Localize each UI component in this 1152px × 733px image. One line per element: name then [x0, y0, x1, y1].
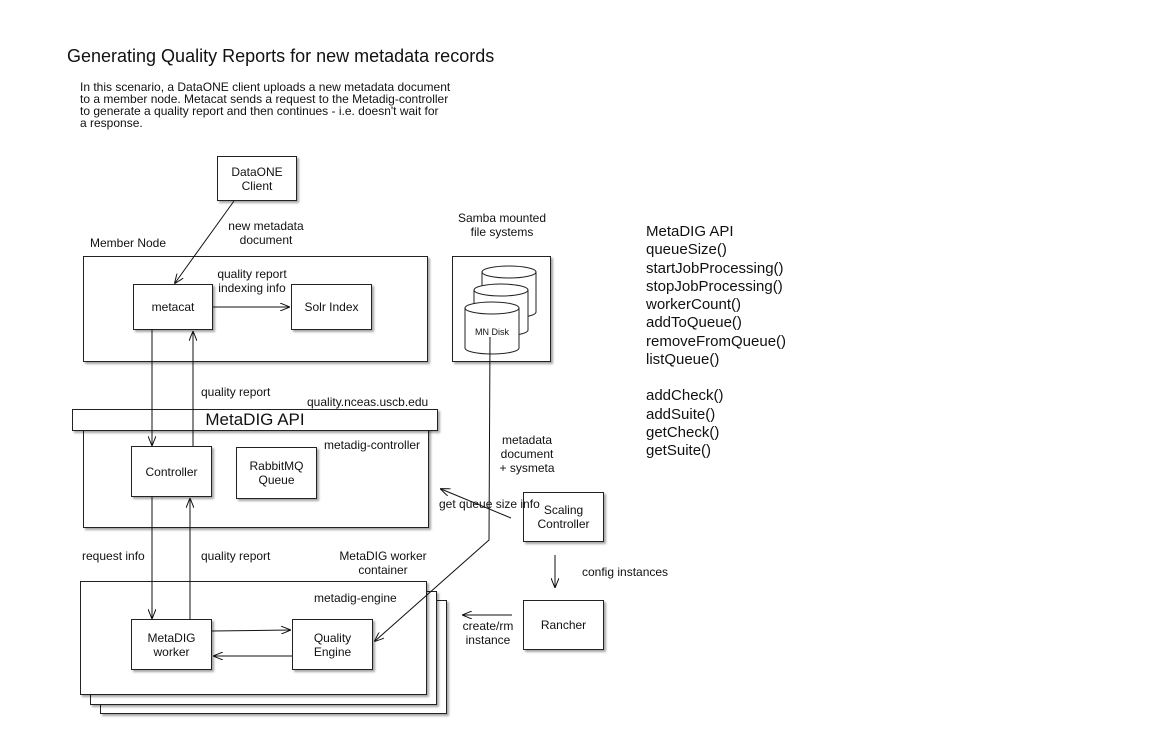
api-methods-group-1: queueSize()startJobProcessing()stopJobPr… — [646, 241, 786, 369]
solr-index-node: Solr Index — [291, 284, 372, 330]
api-method-item: getCheck() — [646, 423, 720, 441]
api-method-item: addToQueue() — [646, 314, 742, 332]
api-method-item: removeFromQueue() — [646, 332, 787, 350]
metadig-api-bar: MetaDIG API — [72, 409, 438, 431]
scenario-description: In this scenario, a DataONE client uploa… — [80, 80, 451, 130]
diagram-title: Generating Quality Reports for new metad… — [67, 46, 495, 66]
metadig-controller-label: metadig-controller — [324, 438, 421, 452]
edge-label-request-info: request info — [82, 549, 145, 563]
api-method-item: stopJobProcessing() — [646, 277, 783, 295]
edge-disk-to-engine — [375, 336, 491, 641]
dataone-client-node: DataONE Client — [217, 156, 297, 201]
api-method-item: addCheck() — [646, 387, 724, 405]
api-method-item: listQueue() — [646, 351, 720, 369]
api-methods-heading: MetaDIG API — [646, 223, 734, 240]
worker-container-label: MetaDIG worker container — [339, 549, 427, 577]
edge-label-get-queue-size: get queue size info — [439, 497, 540, 511]
metadig-worker-node: MetaDIG worker — [131, 619, 212, 670]
api-method-item: addSuite() — [646, 405, 716, 423]
scaling-controller-node: Scaling Controller — [523, 492, 604, 542]
quality-host-label: quality.nceas.uscb.edu — [307, 395, 429, 409]
api-method-item: startJobProcessing() — [646, 259, 784, 277]
edge-scaling-to-controller — [441, 489, 512, 519]
member-node-label: Member Node — [90, 236, 167, 250]
edge-label-config-instances: config instances — [582, 565, 669, 579]
mn-disk-label: MN Disk — [475, 327, 509, 337]
samba-label: Samba mounted file systems — [457, 211, 547, 239]
api-method-item: workerCount() — [646, 296, 742, 314]
metadig-engine-label: metadig-engine — [314, 591, 397, 605]
edge-label-quality-report-indexing: quality report indexing info — [217, 267, 287, 295]
edge-label-quality-report-bottom: quality report — [201, 549, 271, 563]
api-method-item: queueSize() — [646, 241, 727, 259]
api-methods-group-2: addCheck()addSuite()getCheck()getSuite() — [646, 387, 786, 460]
edge-label-create-rm: create/rm instance — [462, 619, 514, 647]
edge-label-metadata-document: metadata document + sysmeta — [499, 433, 555, 475]
edge-label-new-metadata: new metadata document — [228, 219, 304, 247]
mn-disk-icon — [464, 265, 537, 355]
edge-client-to-metacat — [175, 200, 235, 283]
metacat-node: metacat — [133, 284, 213, 330]
edge-worker-to-engine — [211, 630, 290, 631]
controller-node: Controller — [131, 446, 212, 497]
rancher-node: Rancher — [523, 600, 604, 650]
api-methods-panel: MetaDIG API queueSize()startJobProcessin… — [646, 223, 786, 461]
quality-engine-node: Quality Engine — [292, 619, 373, 670]
api-method-item: getSuite() — [646, 442, 712, 460]
edge-label-quality-report-top: quality report — [201, 385, 271, 399]
rabbitmq-queue-node: RabbitMQ Queue — [236, 447, 317, 499]
